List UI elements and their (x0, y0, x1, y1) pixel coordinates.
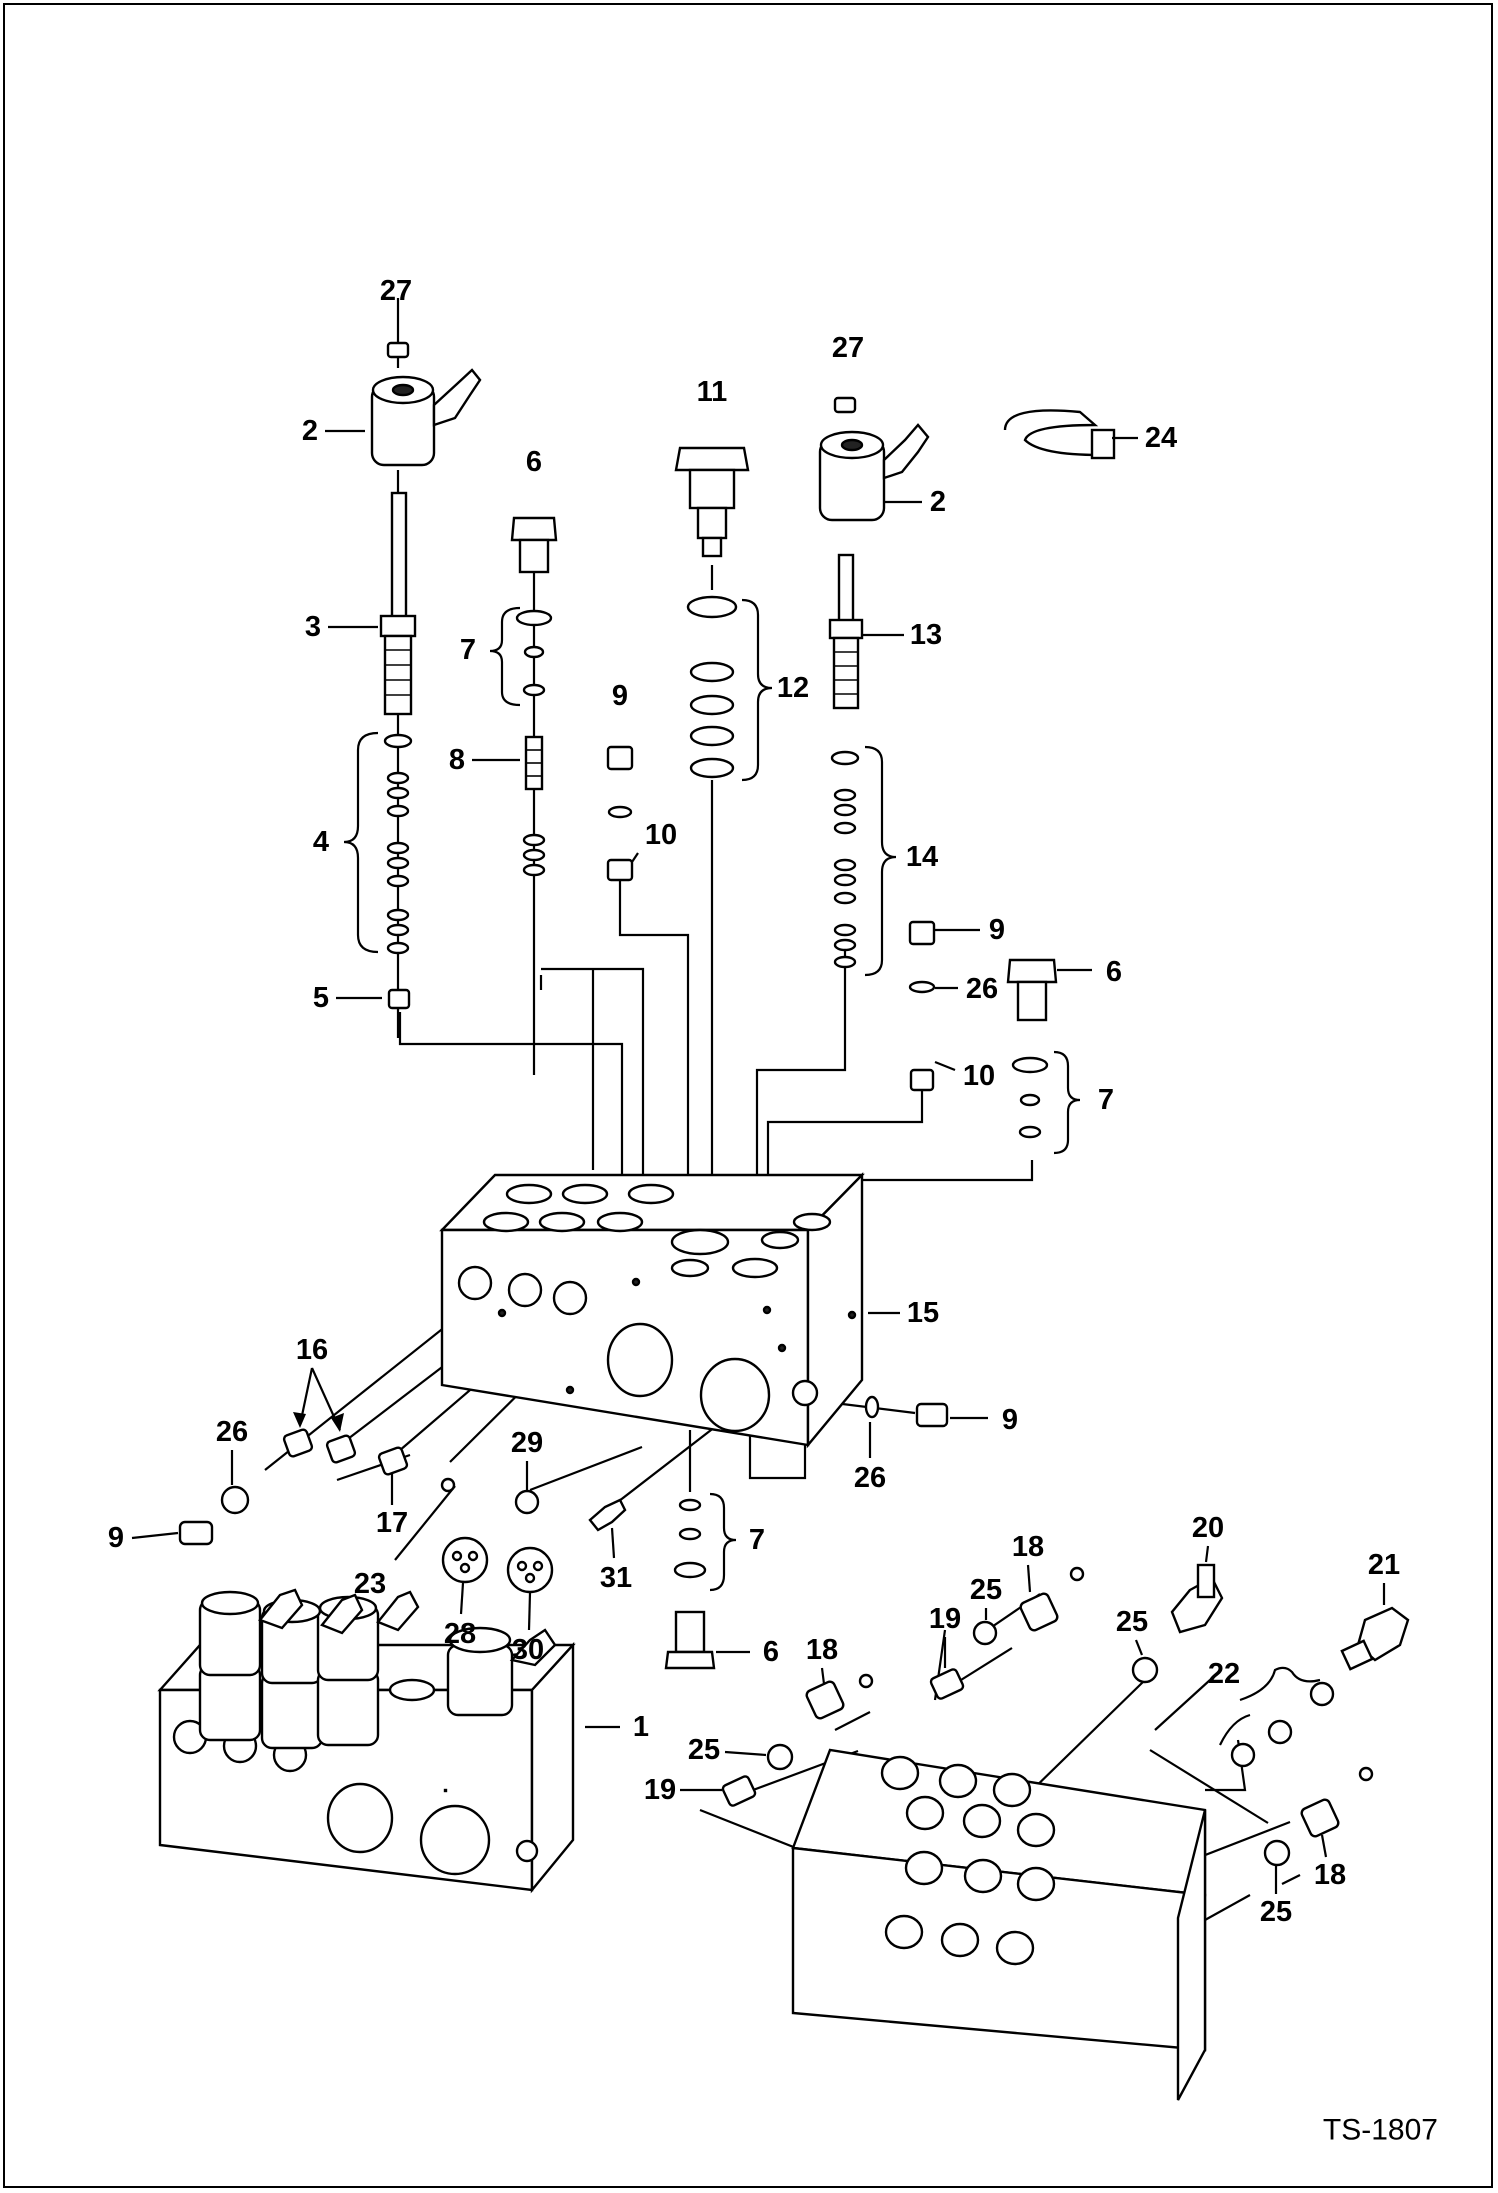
callout-10: 10 (645, 819, 677, 851)
callout-9: 9 (989, 914, 1005, 946)
callout-29: 29 (511, 1427, 543, 1459)
callout-26: 26 (966, 973, 998, 1005)
callout-25: 25 (688, 1734, 720, 1766)
callout-21: 21 (1368, 1549, 1400, 1581)
callout-13: 13 (910, 619, 942, 651)
callout-14: 14 (906, 841, 938, 873)
drawing-reference: TS-1807 (1323, 2114, 1438, 2147)
callout-31: 31 (600, 1562, 632, 1594)
callout-25: 25 (1260, 1896, 1292, 1928)
callout-5: 5 (313, 982, 329, 1014)
callout-12: 12 (777, 672, 809, 704)
callout-28: 28 (444, 1618, 476, 1650)
callout-27: 27 (832, 332, 864, 364)
callout-9: 9 (612, 680, 628, 712)
callout-26: 26 (216, 1416, 248, 1448)
part-shapes (157, 341, 1410, 2101)
callout-7: 7 (1098, 1084, 1114, 1116)
callout-24: 24 (1145, 422, 1177, 454)
callout-19: 19 (644, 1774, 676, 1806)
callout-4: 4 (313, 826, 329, 858)
callout-9: 9 (108, 1522, 124, 1554)
callout-25: 25 (970, 1574, 1002, 1606)
callout-7: 7 (749, 1524, 765, 1556)
callout-16: 16 (296, 1334, 328, 1366)
callout-2: 2 (302, 415, 318, 447)
callout-6: 6 (526, 446, 542, 478)
callout-10: 10 (963, 1060, 995, 1092)
callout-22: 22 (1208, 1658, 1240, 1690)
callout-8: 8 (449, 744, 465, 776)
callout-6: 6 (763, 1636, 779, 1668)
callout-23: 23 (354, 1568, 386, 1600)
callout-25: 25 (1116, 1606, 1148, 1638)
callout-17: 17 (376, 1507, 408, 1539)
callout-6: 6 (1106, 956, 1122, 988)
callout-9: 9 (1002, 1404, 1018, 1436)
callout-18: 18 (806, 1634, 838, 1666)
callout-27: 27 (380, 275, 412, 307)
callout-1: 1 (633, 1711, 649, 1743)
callout-19: 19 (929, 1603, 961, 1635)
callout-3: 3 (305, 611, 321, 643)
callout-20: 20 (1192, 1512, 1224, 1544)
callout-18: 18 (1012, 1531, 1044, 1563)
callout-labels: 27 2 3 4 5 6 7 8 9 10 11 12 27 2 13 14 2… (108, 275, 1438, 2147)
callout-15: 15 (907, 1297, 939, 1329)
callout-2: 2 (930, 486, 946, 518)
callout-26: 26 (854, 1462, 886, 1494)
callout-30: 30 (512, 1634, 544, 1666)
callout-18: 18 (1314, 1859, 1346, 1891)
callout-11: 11 (697, 376, 728, 408)
callout-7: 7 (460, 634, 476, 666)
